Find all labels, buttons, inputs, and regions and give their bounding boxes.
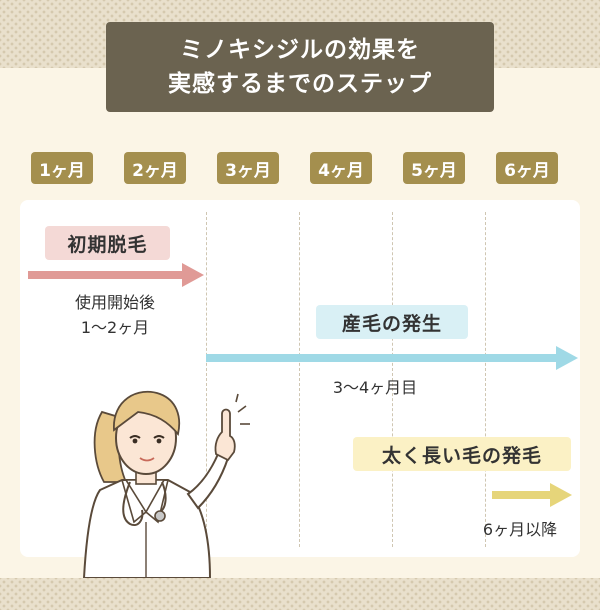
month-label-6: 6ヶ月 <box>496 152 558 184</box>
step-label-vellus-hair: 産毛の発生 <box>316 305 468 339</box>
title-line-2: 実感するまでのステップ <box>168 71 432 97</box>
month-label-3: 3ヶ月 <box>217 152 279 184</box>
step-thick-hair-period: 6ヶ月以降 <box>482 520 558 539</box>
arrow-initial-shedding <box>28 263 204 287</box>
step-initial-shedding-period: 使用開始後 1～2ヶ月 <box>40 290 190 340</box>
divider-line <box>392 212 393 547</box>
title-box: ミノキシジルの効果を 実感するまでのステップ <box>106 22 494 112</box>
arrow-vellus-hair <box>206 346 578 370</box>
step-label-thick-hair: 太く長い毛の発毛 <box>353 437 571 471</box>
divider-line <box>206 212 207 547</box>
month-label-5: 5ヶ月 <box>403 152 465 184</box>
month-label-4: 4ヶ月 <box>310 152 372 184</box>
step-initial-shedding-sub1: 使用開始後 <box>74 293 155 312</box>
month-header-row: 1ヶ月 2ヶ月 3ヶ月 4ヶ月 5ヶ月 6ヶ月 <box>0 152 600 184</box>
step-vellus-hair-period: 3～4ヶ月目 <box>332 378 418 397</box>
arrow-thick-hair <box>492 483 572 507</box>
title-line-1: ミノキシジルの効果を <box>180 37 420 63</box>
bottom-pattern-band <box>0 578 600 610</box>
divider-line <box>299 212 300 547</box>
step-initial-shedding-sub2: 1～2ヶ月 <box>80 318 150 337</box>
month-label-2: 2ヶ月 <box>124 152 186 184</box>
doctor-pointing-icon <box>82 390 250 578</box>
month-label-1: 1ヶ月 <box>31 152 93 184</box>
divider-line <box>485 212 486 547</box>
step-label-initial-shedding: 初期脱毛 <box>45 226 170 260</box>
